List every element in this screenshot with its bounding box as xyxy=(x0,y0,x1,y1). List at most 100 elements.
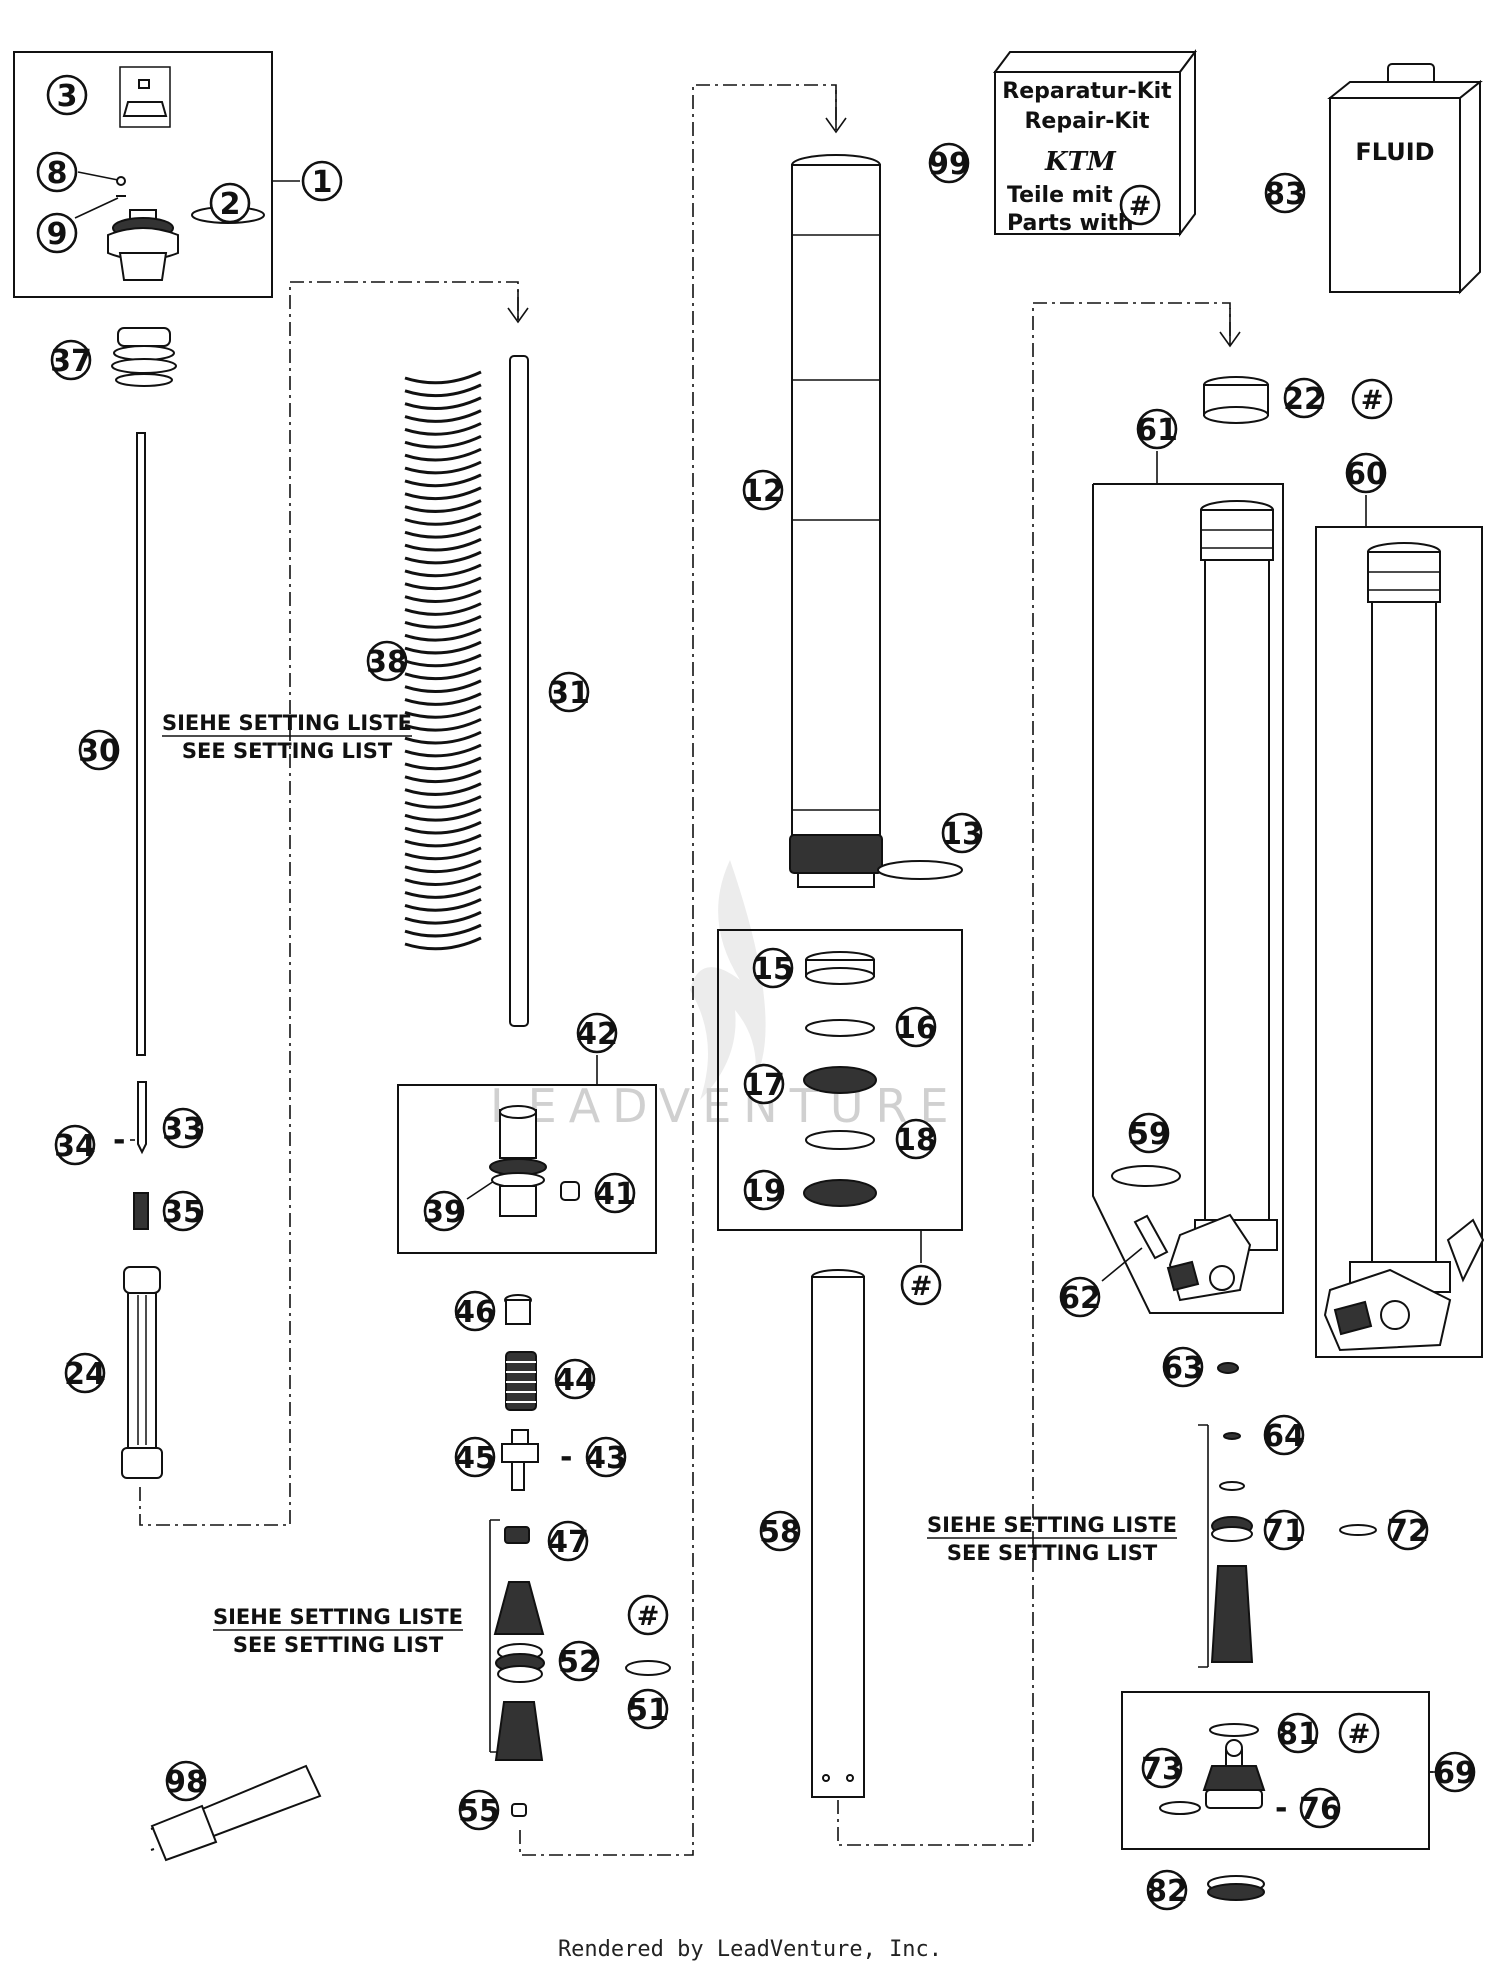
part-19-dust-seal xyxy=(803,1179,877,1207)
callout-52: 52 xyxy=(558,1640,600,1682)
callout-13: 13 xyxy=(941,812,983,854)
callout-number: 98 xyxy=(165,1765,207,1800)
hash-symbol: # xyxy=(1361,385,1384,416)
hash-mark: # xyxy=(627,1594,669,1636)
part-33-needle xyxy=(137,1081,147,1155)
callout-number: 72 xyxy=(1387,1514,1429,1549)
callout-number: 46 xyxy=(454,1295,496,1330)
callout-51: 51 xyxy=(627,1688,669,1730)
part-55-nut xyxy=(511,1803,527,1817)
chain-outer-tube xyxy=(837,302,1231,1846)
note-line-en: SEE SETTING LIST xyxy=(182,739,393,763)
part-shim-stack-upper xyxy=(493,1581,545,1635)
dash-76: - xyxy=(1275,1791,1287,1826)
callout-number: 13 xyxy=(941,817,983,852)
callout-15: 15 xyxy=(752,947,794,989)
callout-circle xyxy=(458,1789,500,1831)
callout-circle xyxy=(1136,408,1178,450)
callout-number: 24 xyxy=(64,1357,106,1392)
callout-circle xyxy=(558,1640,600,1682)
callout-45: 45 xyxy=(454,1436,496,1478)
kit-line-3: Teile mit xyxy=(1007,183,1113,208)
arrow-12 xyxy=(825,90,847,134)
hash-circle xyxy=(900,1264,942,1306)
callout-circle xyxy=(941,812,983,854)
callout-number: 61 xyxy=(1136,413,1178,448)
callout-circle xyxy=(366,640,408,682)
watermark-flame-icon xyxy=(690,860,766,1100)
outer-tube-60-box xyxy=(1315,526,1483,1358)
setting-list-note: SIEHE SETTING LISTE SEE SETTING LIST xyxy=(162,711,412,763)
callout-circle xyxy=(50,339,92,381)
callout-64: 64 xyxy=(1263,1414,1305,1456)
callout-circle xyxy=(547,1520,589,1562)
callout-8: 8 xyxy=(36,151,78,193)
callout-98: 98 xyxy=(165,1760,207,1802)
part-64-washer xyxy=(1223,1432,1241,1440)
callout-99: 99 xyxy=(928,142,970,184)
part-60-outer-tube xyxy=(1323,542,1485,1352)
callout-17: 17 xyxy=(743,1063,785,1105)
callout-circle xyxy=(454,1290,496,1332)
callout-number: 17 xyxy=(743,1068,785,1103)
callout-76: 76 xyxy=(1299,1787,1341,1829)
callout-number: 83 xyxy=(1264,177,1306,212)
callout-41: 41 xyxy=(594,1172,636,1214)
callout-2: 2 xyxy=(209,182,251,224)
part-38-spring xyxy=(404,370,482,951)
part-45-valve-stem xyxy=(501,1429,539,1491)
callout-number: 58 xyxy=(759,1515,801,1550)
callout-circle xyxy=(1299,1787,1341,1829)
part-1-cap xyxy=(107,209,179,281)
part-22-bushing xyxy=(1203,376,1269,424)
callout-33: 33 xyxy=(162,1107,204,1149)
note-line-de: SIEHE SETTING LISTE xyxy=(162,711,412,735)
part-15-bushing xyxy=(805,951,875,985)
callout-number: 12 xyxy=(742,474,784,509)
callout-18: 18 xyxy=(895,1118,937,1160)
part-82-seal xyxy=(1207,1875,1265,1901)
callout-circle xyxy=(301,160,343,202)
kit-line-2: Repair-Kit xyxy=(1024,109,1150,134)
callout-42: 42 xyxy=(576,1012,618,1054)
arrow-31 xyxy=(507,290,529,324)
part-98-grease-tube xyxy=(150,1764,322,1862)
callout-circle xyxy=(1264,172,1306,214)
part-shim-stack-mid xyxy=(1210,1565,1254,1663)
callout-number: 60 xyxy=(1345,457,1387,492)
callout-number: 52 xyxy=(558,1645,600,1680)
callout-44: 44 xyxy=(554,1358,596,1400)
part-35-spring xyxy=(133,1192,149,1230)
bushing-seal-kit-box xyxy=(717,929,963,1231)
part-13-o-ring xyxy=(877,860,963,880)
callout-number: 8 xyxy=(47,156,68,191)
valve-assembly-box xyxy=(1121,1691,1430,1850)
part-61-outer-tube xyxy=(1166,500,1278,1302)
callout-circle xyxy=(1128,1112,1170,1154)
callout-46: 46 xyxy=(454,1290,496,1332)
callout-number: 59 xyxy=(1128,1117,1170,1152)
callout-circle xyxy=(209,182,251,224)
part-24-cartridge xyxy=(121,1266,163,1479)
callout-60: 60 xyxy=(1345,452,1387,494)
callout-number: 22 xyxy=(1283,382,1325,417)
part-46-cap xyxy=(504,1294,532,1325)
callout-82: 82 xyxy=(1146,1869,1188,1911)
callout-61: 61 xyxy=(1136,408,1178,450)
spring-coils xyxy=(404,370,482,951)
callout-37: 37 xyxy=(50,339,92,381)
callout-circle xyxy=(1263,1509,1305,1551)
part-shim xyxy=(1219,1481,1245,1491)
callout-circle xyxy=(1141,1747,1183,1789)
callout-number: 18 xyxy=(895,1123,937,1158)
note-line-de: SIEHE SETTING LISTE xyxy=(927,1513,1177,1537)
part-8-screw xyxy=(116,176,126,186)
part-37-bump-stop xyxy=(111,327,177,387)
callout-24: 24 xyxy=(64,1352,106,1394)
callout-43: 43 xyxy=(585,1436,627,1478)
callout-69: 69 xyxy=(1434,1751,1476,1793)
dash-45-43: - xyxy=(560,1440,572,1475)
callout-number: 45 xyxy=(454,1441,496,1476)
